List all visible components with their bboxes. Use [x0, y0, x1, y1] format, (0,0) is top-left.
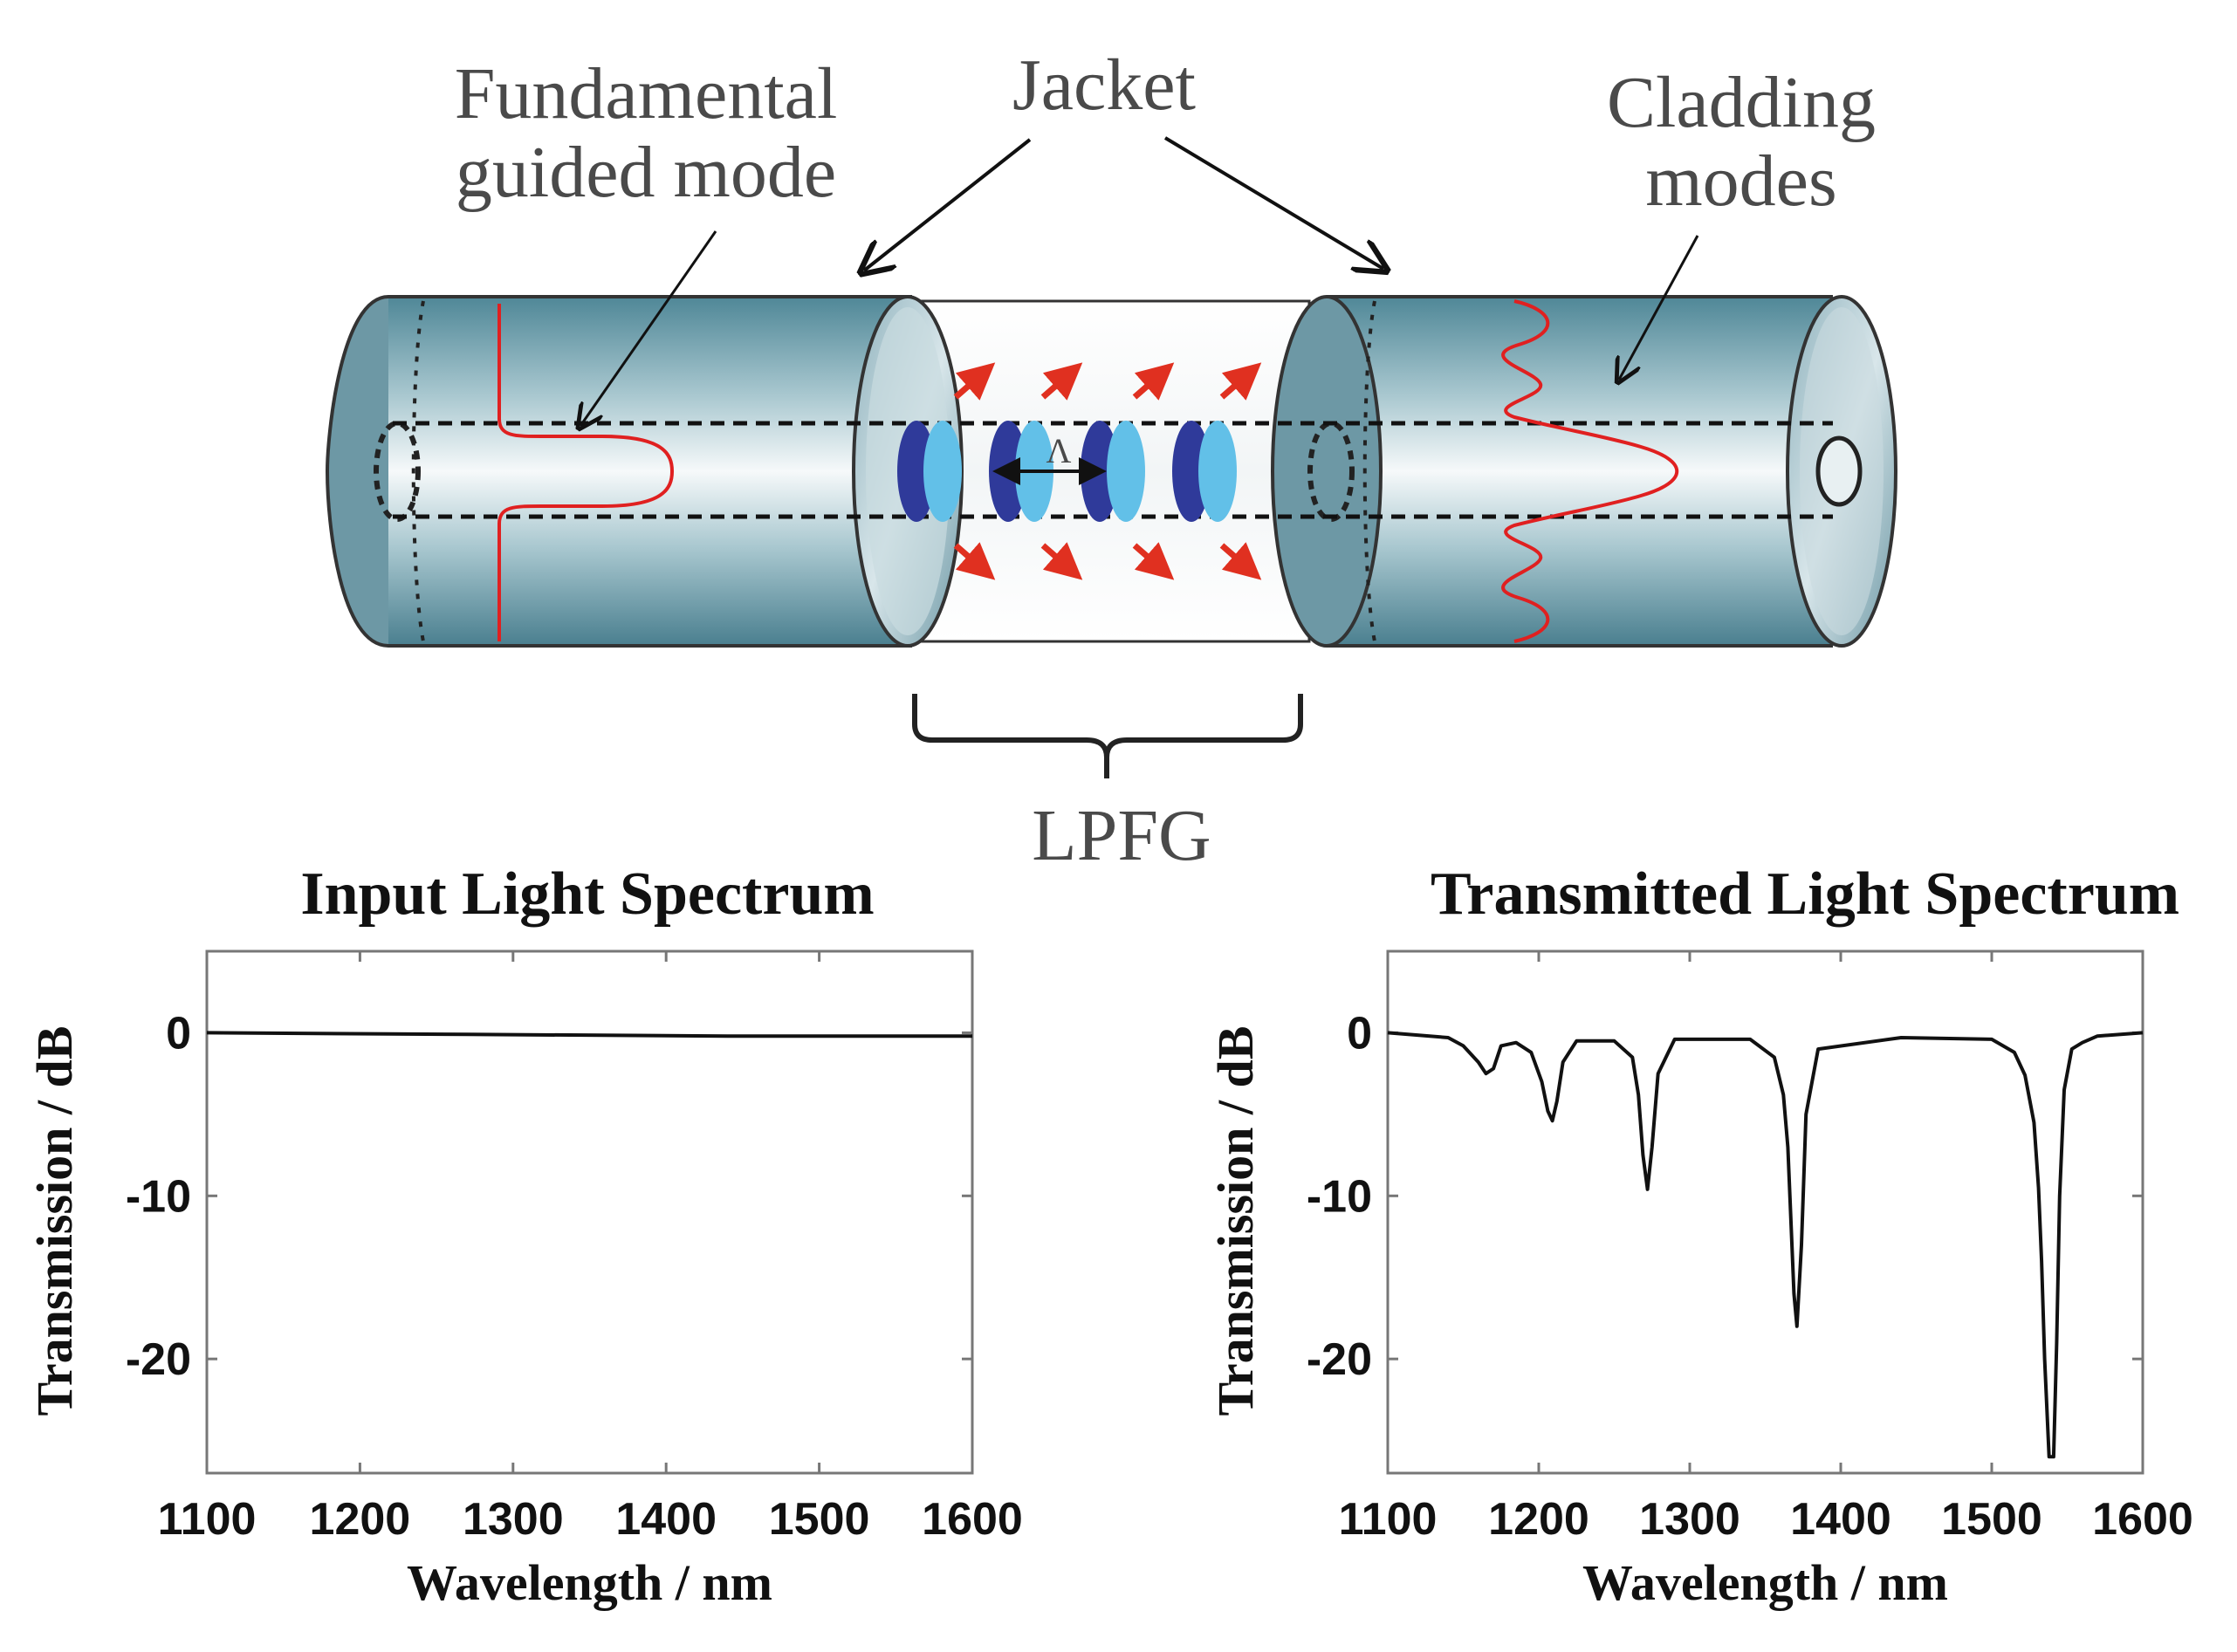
scatter-arrows: [953, 362, 1262, 580]
transmitted-xtick-label: 1200: [1488, 1494, 1589, 1545]
transmitted-ytick-label: -10: [1307, 1171, 1372, 1222]
input-yaxis-label: Transmission / dB: [26, 1026, 83, 1416]
transmitted-xtick-label: 1400: [1790, 1494, 1891, 1545]
period-label: Λ: [1046, 431, 1071, 470]
input-xtick-label: 1300: [463, 1494, 564, 1545]
input-xtick-label: 1500: [769, 1494, 870, 1545]
transmitted-spectrum-line: [1387, 1031, 2144, 1459]
transmitted-xtick-label: 1100: [1339, 1494, 1438, 1545]
cladding-modes-curve: [1501, 299, 1679, 643]
cladding-label-line2: modes: [1645, 141, 1836, 222]
lpfg-brace: [912, 694, 1303, 778]
input-xtick-label: 1400: [615, 1494, 717, 1545]
grating-disks: [897, 421, 1237, 522]
input-plot-frame: [205, 949, 974, 1475]
input-xtick-label: 1100: [158, 1494, 257, 1545]
transmitted-xtick-label: 1500: [1941, 1494, 2042, 1545]
input-ytick-label: -20: [126, 1334, 191, 1385]
input-ytick-label: -10: [126, 1171, 191, 1222]
fundamental-pointer: [580, 230, 717, 426]
transmitted-chart-title: Transmitted Light Spectrum: [1431, 860, 2179, 928]
transmitted-plot-frame: [1386, 949, 2144, 1475]
core-boundary: [393, 421, 1833, 519]
cladding-label-line1: Cladding: [1607, 62, 1876, 143]
fiber-jacket-right: [1271, 295, 1897, 648]
jacket-pointer-right: [1163, 136, 1383, 269]
transmitted-xtick-label: 1300: [1639, 1494, 1740, 1545]
jacket-pointer-left: [864, 138, 1032, 271]
transmitted-ytick-label: -20: [1307, 1334, 1372, 1385]
fiber-diagram: Λ Fundamental guided mode Jacket Claddin…: [325, 45, 1897, 876]
input-ytick-label: 0: [166, 1008, 191, 1059]
transmitted-xtick-label: 1600: [2092, 1494, 2193, 1545]
fundamental-label-line1: Fundamental: [455, 53, 838, 134]
jacket-label: Jacket: [1012, 45, 1196, 126]
input-spectrum-chart: Input Light Spectrum 0 -10 -20 1100 1200 1300 1…: [26, 860, 1023, 1611]
transmitted-spectrum-chart: Transmitted Light Spectrum 0 -10 -20 1100 120…: [1207, 860, 2193, 1611]
transmitted-yaxis-label: Transmission / dB: [1207, 1026, 1264, 1416]
input-spectrum-line: [206, 1031, 972, 1038]
cladding-pointer: [1619, 235, 1699, 380]
input-xtick-label: 1200: [310, 1494, 411, 1545]
input-chart-title: Input Light Spectrum: [300, 860, 874, 928]
fundamental-label-line2: guided mode: [456, 132, 836, 213]
fiber-jacket-left: [325, 295, 964, 648]
input-xtick-label: 1600: [922, 1494, 1023, 1545]
transmitted-ytick-label: 0: [1347, 1008, 1372, 1059]
lpfg-label: LPFG: [1032, 795, 1211, 876]
transmitted-xaxis-label: Wavelength / nm: [1582, 1554, 1948, 1611]
input-xaxis-label: Wavelength / nm: [407, 1554, 772, 1611]
fundamental-mode-curve: [497, 304, 675, 641]
